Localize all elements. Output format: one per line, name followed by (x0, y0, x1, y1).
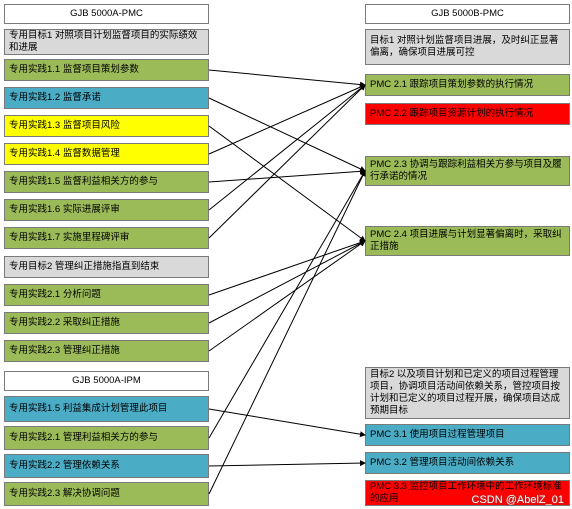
watermark: CSDN @AbelZ_01 (471, 494, 564, 506)
link-1-5-to-2-3 (208, 168, 366, 183)
left-practice-1-2: 专用实践1.2 监督承诺 (4, 87, 209, 109)
right-goal-1: 目标1 对照计划监督项目进展，及时纠正显著偏离，确保项目进展可控 (365, 29, 570, 65)
link-ipm2-3-to-2-3 (208, 170, 366, 495)
right-pmc-3-1: PMC 3.1 使用项目过程管理项目 (365, 424, 570, 446)
link-1-1-to-2-1 (208, 69, 366, 88)
left-ipm-practice-2-3: 专用实践2.3 解决协调问题 (4, 482, 209, 506)
right-pmc-2-2: PMC 2.2 跟踪项目资源计划的执行情况 (365, 103, 570, 125)
link-ipm2-1-to-2-3 (208, 170, 366, 439)
right-pmc-3-2: PMC 3.2 管理项目活动间依赖关系 (365, 452, 570, 474)
left-practice-1-1: 专用实践1.1 监督项目策划参数 (4, 59, 209, 81)
right-pmc-2-4: PMC 2.4 项目进展与计划显著偏离时，采取纠正措施 (365, 226, 570, 256)
left-practice-1-5: 专用实践1.5 监督利益相关方的参与 (4, 171, 209, 193)
left-practice-1-3: 专用实践1.3 监督项目风险 (4, 115, 209, 137)
link-1-3-to-2-4 (208, 125, 366, 242)
right-pmc-2-1: PMC 2.1 跟踪项目策划参数的执行情况 (365, 74, 570, 96)
link-ipm2-2-to-3-2 (208, 460, 366, 467)
link-a2-1-to-2-4 (208, 239, 366, 296)
link-1-7-to-2-1 (208, 84, 366, 239)
link-1-2-to-2-3 (208, 97, 366, 172)
left-standard-header-ipm: GJB 5000A-IPM (4, 371, 209, 391)
left-practice-2-2: 专用实践2.2 采取纠正措施 (4, 312, 209, 334)
left-goal-2: 专用目标2 管理纠正措施指直到结束 (4, 256, 209, 278)
left-ipm-practice-1-5: 专用实践1.5 利益集成计划管理此项目 (4, 396, 209, 422)
link-1-4-to-2-1 (208, 84, 366, 155)
link-a2-3-to-2-4 (208, 240, 366, 352)
left-practice-1-7: 专用实践1.7 实施里程碑评审 (4, 227, 209, 249)
left-ipm-practice-2-2: 专用实践2.2 管理依赖关系 (4, 454, 209, 478)
right-pmc-2-3: PMC 2.3 协调与跟踪利益相关方参与项目及履行承诺的情况 (365, 156, 570, 186)
left-practice-2-3: 专用实践2.3 管理纠正措施 (4, 340, 209, 362)
left-ipm-practice-2-1: 专用实践2.1 管理利益相关方的参与 (4, 426, 209, 450)
right-pmc-3-3: PMC 3.3 监控项目工作环境中的工作环境标准的应用 (365, 480, 570, 506)
link-1-6-to-2-1 (208, 84, 366, 211)
left-practice-1-4: 专用实践1.4 监督数据管理 (4, 143, 209, 165)
right-standard-header-pmc: GJB 5000B-PMC (365, 4, 570, 24)
left-goal-1: 专用目标1 对照项目计划监督项目的实际绩效和进展 (4, 29, 209, 55)
left-practice-2-1: 专用实践2.1 分析问题 (4, 284, 209, 306)
left-practice-1-6: 专用实践1.6 实际进展评审 (4, 199, 209, 221)
right-goal-2: 目标2 以及项目计划和已定义的项目过程管理项目，协调项目活动间依赖关系，管控项目… (365, 367, 570, 419)
link-ipm1-5-to-3-1 (208, 408, 366, 438)
left-standard-header-pmc: GJB 5000A-PMC (4, 4, 209, 24)
link-a2-2-to-2-4 (208, 240, 366, 324)
